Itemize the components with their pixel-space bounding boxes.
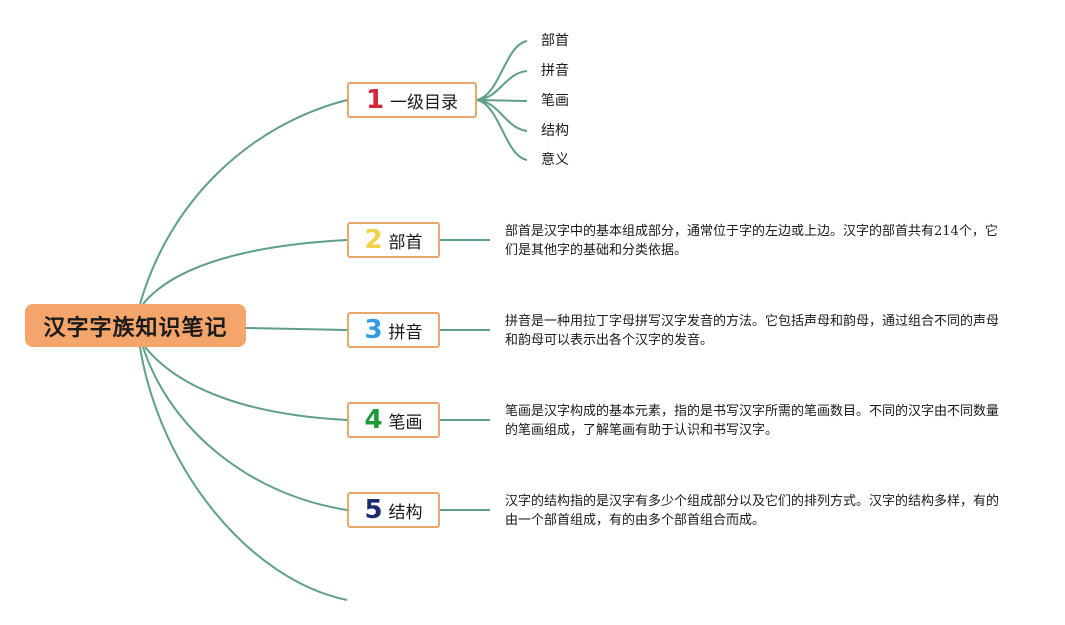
connector-sub-4 <box>476 99 528 132</box>
connector-sub-3 <box>476 99 528 102</box>
description-stroke: 笔画是汉字构成的基本元素，指的是书写汉字所需的笔画数目。不同的汉字由不同数量的笔… <box>505 404 1000 438</box>
sub-item-radical[interactable]: 部首 <box>541 33 569 49</box>
branch-label: 结构 <box>388 502 423 523</box>
sub-item-stroke[interactable]: 笔画 <box>541 93 569 109</box>
branch-number: 4 <box>364 405 383 435</box>
connector-sub-1 <box>476 40 528 101</box>
connector-sub-5 <box>476 99 528 161</box>
branch-label: 笔画 <box>388 412 423 433</box>
branch-node-4[interactable]: 4 笔画 <box>347 402 440 438</box>
branch-node-3[interactable]: 3 拼音 <box>347 312 440 348</box>
connector-root-trailing <box>139 346 348 601</box>
connector-root-branch-3 <box>245 327 348 331</box>
branch-number: 3 <box>364 315 383 345</box>
description-radical: 部首是汉字中的基本组成部分，通常位于字的左边或上边。汉字的部首共有214个，它们… <box>505 224 998 258</box>
connector-root-branch-4 <box>144 346 348 421</box>
branch-number: 1 <box>365 85 385 115</box>
root-label: 汉字字族知识笔记 <box>43 315 228 341</box>
sub-item-structure[interactable]: 结构 <box>541 123 569 139</box>
branch-number: 2 <box>364 225 383 255</box>
connector-root-branch-5 <box>142 346 348 511</box>
branch-label: 部首 <box>388 232 423 253</box>
root-node[interactable]: 汉字字族知识笔记 <box>25 304 246 347</box>
branch-number: 5 <box>364 495 383 525</box>
connector-sub-2 <box>476 70 528 101</box>
sub-item-meaning[interactable]: 意义 <box>541 152 569 168</box>
description-structure: 汉字的结构指的是汉字有多少个组成部分以及它们的排列方式。汉字的结构多样，有的由一… <box>505 494 1000 528</box>
description-pinyin: 拼音是一种用拉丁字母拼写汉字发音的方法。它包括声母和韵母，通过组合不同的声母和韵… <box>505 314 1000 348</box>
connector-root-branch-1 <box>139 99 348 305</box>
branch-label: 拼音 <box>388 322 423 343</box>
branch-node-1[interactable]: 1 一级目录 <box>347 82 477 118</box>
connector-root-branch-2 <box>142 239 348 305</box>
branch-node-2[interactable]: 2 部首 <box>347 222 440 258</box>
branch-label: 一级目录 <box>390 92 459 113</box>
branch-node-5[interactable]: 5 结构 <box>347 492 440 528</box>
sub-item-pinyin[interactable]: 拼音 <box>541 63 569 79</box>
